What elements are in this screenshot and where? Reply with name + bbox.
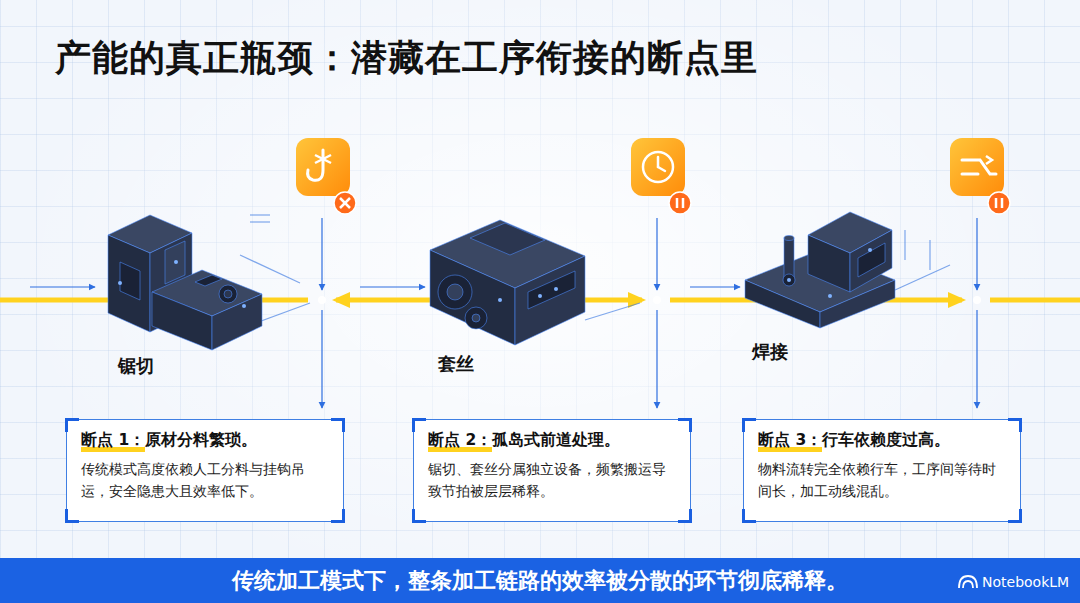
threading-machine — [430, 220, 585, 345]
corner-accent — [678, 418, 692, 432]
machine-name: 套丝 — [438, 352, 474, 376]
corner-accent — [412, 418, 426, 432]
clock-icon — [631, 138, 691, 214]
breakpoint-box: 断点 1：原材分料繁琐。传统模式高度依赖人工分料与挂钩吊运，安全隐患大且效率低下… — [66, 419, 344, 522]
corner-accent — [1008, 418, 1022, 432]
hook-icon — [296, 138, 356, 214]
corner-accent — [331, 418, 345, 432]
machine-name: 焊接 — [752, 340, 788, 364]
watermark-glyph — [959, 576, 977, 588]
corner-accent — [65, 509, 79, 523]
box-heading: 断点 1：原材分料繁琐。 — [81, 430, 257, 452]
corner-accent — [742, 509, 756, 523]
watermark: NotebookLM — [982, 574, 1069, 590]
swap-icon — [950, 138, 1010, 214]
machine-name: 锯切 — [118, 354, 154, 378]
corner-accent — [1008, 509, 1022, 523]
page-title: 产能的真正瓶颈：潜藏在工序衔接的断点里 — [55, 34, 758, 83]
welding-machine — [745, 212, 895, 328]
summary-text: 传统加工模式下，整条加工链路的效率被分散的环节彻底稀释。 — [232, 566, 848, 596]
corner-accent — [412, 509, 426, 523]
box-body: 锯切、套丝分属独立设备，频繁搬运导致节拍被层层稀释。 — [428, 459, 676, 502]
corner-accent — [331, 509, 345, 523]
box-body: 物料流转完全依赖行车，工序间等待时间长，加工动线混乱。 — [758, 459, 1006, 502]
summary-band: 传统加工模式下，整条加工链路的效率被分散的环节彻底稀释。 — [0, 558, 1080, 603]
corner-accent — [678, 509, 692, 523]
box-heading: 断点 2：孤岛式前道处理。 — [428, 430, 620, 452]
saw-machine — [108, 215, 262, 350]
breakpoint-box: 断点 2：孤岛式前道处理。锯切、套丝分属独立设备，频繁搬运导致节拍被层层稀释。 — [413, 419, 691, 522]
breakpoint-box: 断点 3：行车依赖度过高。物料流转完全依赖行车，工序间等待时间长，加工动线混乱。 — [743, 419, 1021, 522]
corner-accent — [742, 418, 756, 432]
box-heading: 断点 3：行车依赖度过高。 — [758, 430, 950, 452]
corner-accent — [65, 418, 79, 432]
box-body: 传统模式高度依赖人工分料与挂钩吊运，安全隐患大且效率低下。 — [81, 459, 329, 502]
